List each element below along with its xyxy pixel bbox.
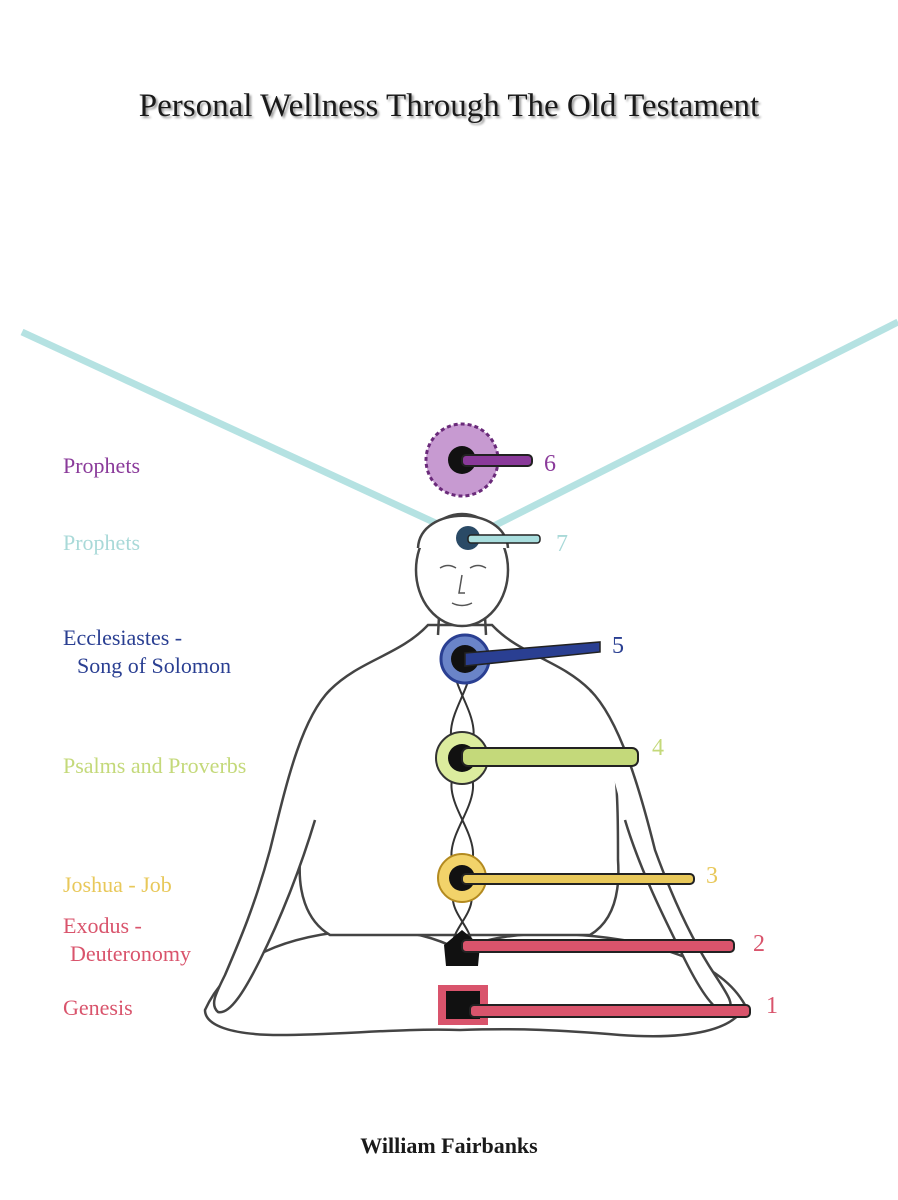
label-chakra-7: Prophets [63,529,140,557]
chakra-number-2: 2 [753,931,765,957]
chakra-number-7: 7 [556,531,568,557]
chakra-2-marker [444,930,735,966]
chakra-number-3: 3 [706,863,718,889]
label-chakra-5-line-2: Song of Solomon [77,653,232,678]
chakra-number-5: 5 [612,633,624,659]
chakra-number-1: 1 [766,993,778,1019]
author-name: William Fairbanks [360,1133,538,1158]
chakra-number-4: 4 [652,735,664,761]
face-features [439,564,487,607]
label-chakra-1: Genesis [63,994,133,1022]
label-chakra-6-line-1: Prophets [63,453,140,478]
chakra-number-6: 6 [544,451,556,477]
label-chakra-1-line-1: Genesis [63,995,133,1020]
label-chakra-5: Ecclesiastes - Song of Solomon [63,624,231,680]
chakra-7-marker [456,526,541,550]
chakra-6-marker [424,422,533,498]
label-chakra-2-line-1: Exodus - [63,913,142,938]
label-chakra-2-line-2: Deuteronomy [70,941,191,966]
chakra-1-marker [438,985,751,1025]
chakra-5-marker [439,633,601,685]
label-chakra-6: Prophets [63,452,140,480]
energy-channels [449,639,475,961]
label-chakra-2: Exodus - Deuteronomy [63,912,191,968]
book-title: Personal Wellness Through The Old Testam… [138,88,760,124]
label-chakra-7-line-1: Prophets [63,530,140,555]
label-chakra-3: Joshua - Job [63,871,172,899]
light-beams [20,318,898,542]
label-chakra-4-line-1: Psalms and Proverbs [63,753,247,778]
label-chakra-5-line-1: Ecclesiastes - [63,625,183,650]
label-chakra-4: Psalms and Proverbs [63,752,246,780]
chakra-3-marker [437,853,695,903]
chakra-4-marker [435,731,639,785]
label-chakra-3-line-1: Joshua - Job [63,872,172,897]
